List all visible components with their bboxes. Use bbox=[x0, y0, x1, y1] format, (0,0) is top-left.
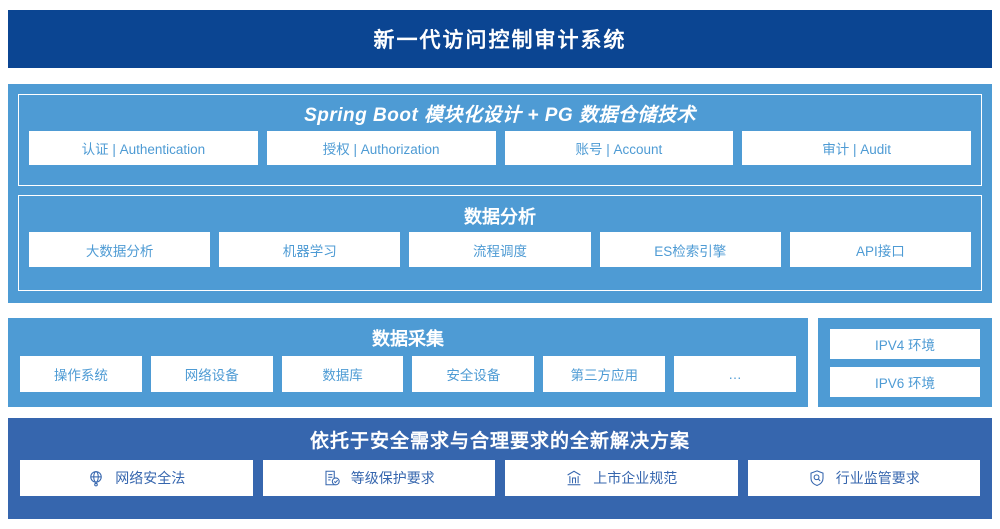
chip-label: IPV4 环境 bbox=[874, 337, 936, 353]
data-collection-title: 数据采集 bbox=[372, 329, 444, 349]
chip-label: 授权 | Authorization bbox=[322, 142, 440, 157]
solution-panel: 依托于安全需求与合理要求的全新解决方案 网络安全法 bbox=[8, 418, 992, 519]
chip-authentication[interactable]: 认证 | Authentication bbox=[29, 131, 258, 165]
chip-third-party-application[interactable]: 第三方应用 bbox=[543, 356, 666, 392]
chip-api-interface[interactable]: API接口 bbox=[789, 232, 972, 267]
chip-label: 上市企业规范 bbox=[593, 470, 678, 486]
chip-database[interactable]: 数据库 bbox=[281, 356, 404, 392]
chip-label: 安全设备 bbox=[446, 368, 501, 383]
chip-ipv6-environment[interactable]: IPV6 环境 bbox=[830, 366, 980, 397]
chip-ipv4-environment[interactable]: IPV4 环境 bbox=[830, 328, 980, 359]
data-analysis-chip-row: 大数据分析 机器学习 流程调度 ES检索引擎 API接口 bbox=[29, 232, 972, 267]
document-check-icon bbox=[323, 469, 341, 487]
solution-title: 依托于安全需求与合理要求的全新解决方案 bbox=[309, 431, 690, 452]
chip-label: IPV6 环境 bbox=[874, 375, 936, 391]
chip-label: API接口 bbox=[856, 243, 905, 259]
chip-listed-enterprise-standard[interactable]: 上市企业规范 bbox=[505, 460, 738, 496]
chip-classified-protection-requirement[interactable]: 等级保护要求 bbox=[262, 460, 495, 496]
chip-audit[interactable]: 审计 | Audit bbox=[742, 131, 971, 165]
chip-label: 操作系统 bbox=[53, 368, 108, 383]
globe-icon bbox=[87, 469, 105, 487]
chip-label: 认证 | Authentication bbox=[81, 142, 206, 157]
chip-label: 等级保护要求 bbox=[350, 470, 435, 486]
page-title: 新一代访问控制审计系统 bbox=[373, 29, 627, 52]
chip-label: 网络安全法 bbox=[115, 470, 186, 486]
chip-more-ellipsis[interactable]: … bbox=[674, 356, 796, 392]
chip-label: 大数据分析 bbox=[85, 243, 154, 259]
chip-process-scheduling[interactable]: 流程调度 bbox=[409, 232, 591, 267]
environment-panel: IPV4 环境 IPV6 环境 bbox=[818, 318, 992, 407]
chip-industry-regulation-requirement[interactable]: 行业监管要求 bbox=[747, 460, 980, 496]
chip-label: 行业监管要求 bbox=[835, 470, 920, 486]
shield-search-icon bbox=[808, 469, 826, 487]
spring-boot-title: Spring Boot 模块化设计 + PG 数据仓储技术 bbox=[304, 105, 696, 126]
chip-label: … bbox=[728, 366, 742, 382]
chip-cybersecurity-law[interactable]: 网络安全法 bbox=[20, 460, 253, 496]
chip-machine-learning[interactable]: 机器学习 bbox=[219, 232, 401, 267]
data-collection-chip-row: 操作系统 网络设备 数据库 安全设备 第三方应用 … bbox=[8, 356, 808, 392]
architecture-panel: Spring Boot 模块化设计 + PG 数据仓储技术 认证 | Authe… bbox=[8, 84, 992, 303]
data-analysis-title: 数据分析 bbox=[464, 207, 536, 227]
chip-network-device[interactable]: 网络设备 bbox=[150, 356, 273, 392]
chip-es-search-engine[interactable]: ES检索引擎 bbox=[599, 232, 781, 267]
chip-label: 流程调度 bbox=[473, 243, 527, 259]
spring-boot-group: Spring Boot 模块化设计 + PG 数据仓储技术 认证 | Authe… bbox=[18, 94, 982, 186]
header-bar: 新一代访问控制审计系统 bbox=[8, 10, 992, 68]
chip-label: ES检索引擎 bbox=[654, 243, 727, 259]
chip-security-device[interactable]: 安全设备 bbox=[412, 356, 535, 392]
chip-operating-system[interactable]: 操作系统 bbox=[20, 356, 142, 392]
chip-authorization[interactable]: 授权 | Authorization bbox=[266, 131, 496, 165]
spring-boot-chip-row: 认证 | Authentication 授权 | Authorization 账… bbox=[29, 131, 971, 165]
chip-label: 第三方应用 bbox=[570, 368, 638, 383]
bank-icon bbox=[565, 469, 583, 487]
data-analysis-group: 数据分析 大数据分析 机器学习 流程调度 ES检索引擎 API接口 bbox=[18, 195, 982, 291]
data-collection-panel: 数据采集 操作系统 网络设备 数据库 安全设备 第三方应用 … bbox=[8, 318, 808, 407]
solution-chip-row: 网络安全法 等级保护要求 bbox=[8, 460, 992, 496]
chip-label: 审计 | Audit bbox=[822, 142, 892, 157]
chip-label: 机器学习 bbox=[282, 243, 337, 259]
chip-label: 网络设备 bbox=[184, 368, 239, 383]
chip-big-data-analysis[interactable]: 大数据分析 bbox=[29, 232, 211, 267]
chip-label: 账号 | Account bbox=[575, 142, 663, 157]
chip-account[interactable]: 账号 | Account bbox=[504, 131, 734, 165]
chip-label: 数据库 bbox=[322, 368, 363, 383]
